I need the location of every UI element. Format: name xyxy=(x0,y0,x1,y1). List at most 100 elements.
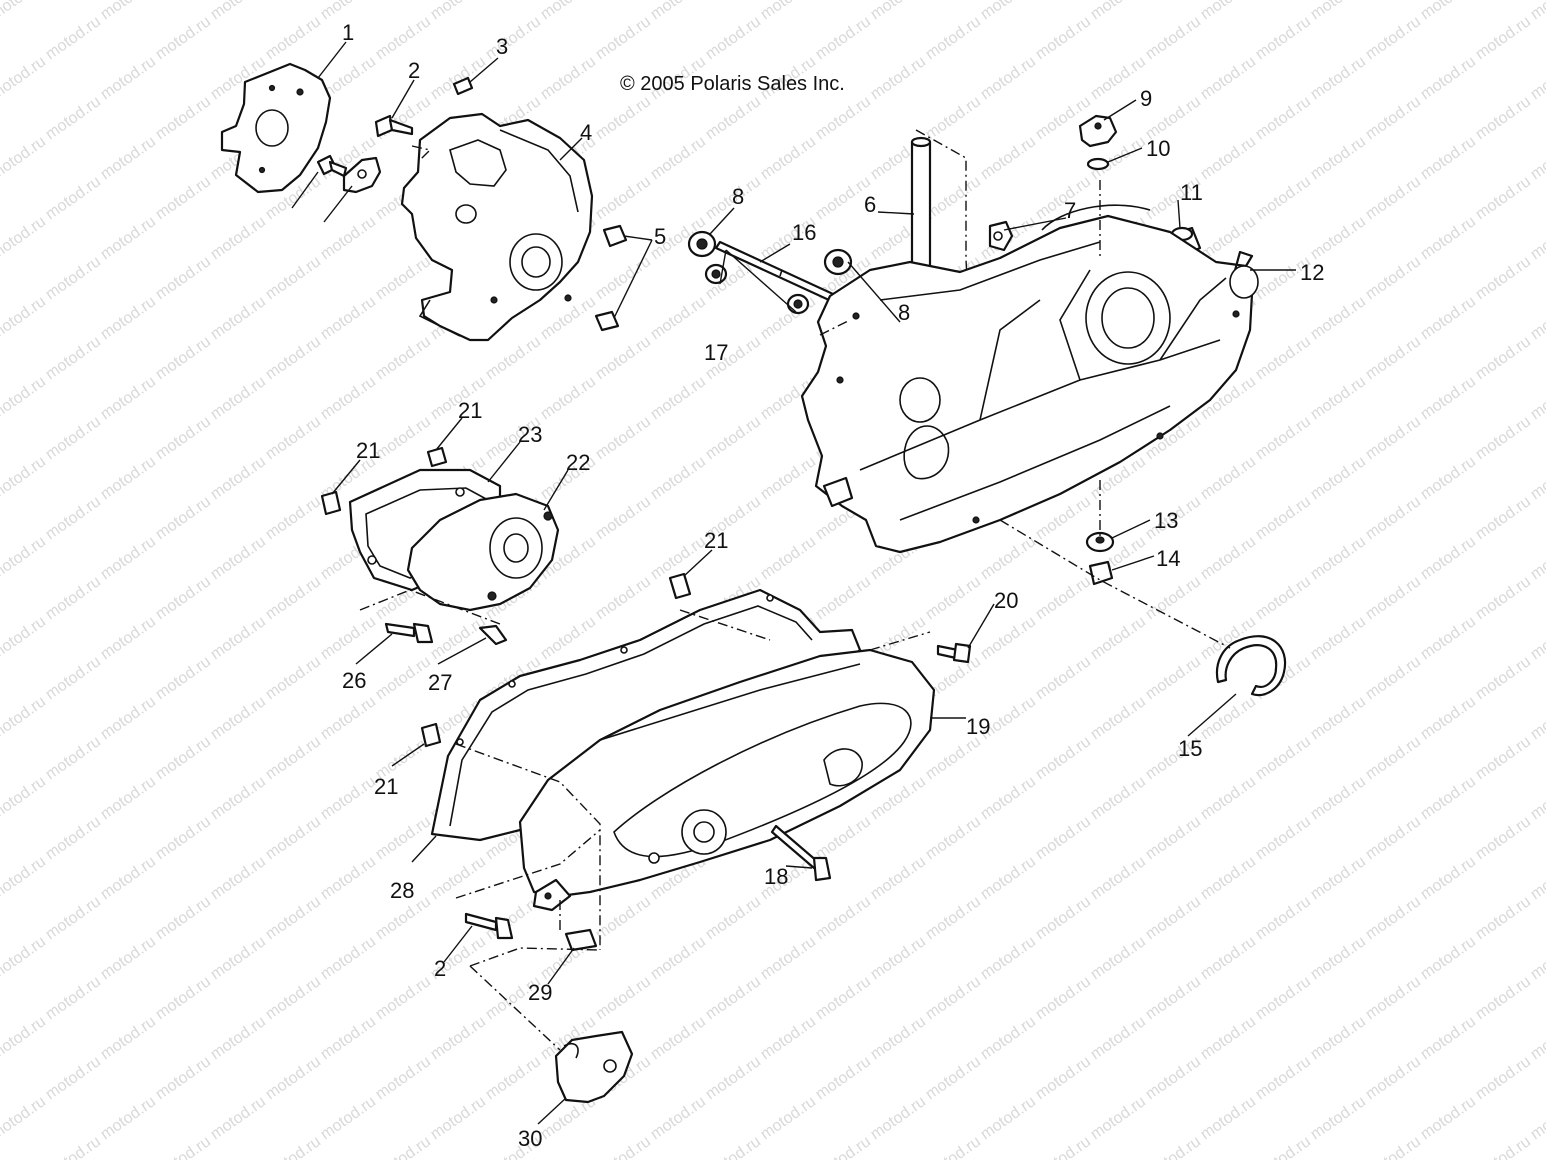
watermark-text: motod.ru xyxy=(703,973,764,1023)
watermark-text: motod.ru xyxy=(868,853,929,903)
watermark-text: motod.ru xyxy=(1143,973,1204,1023)
watermark-text: motod.ru xyxy=(373,253,434,303)
watermark-text: motod.ru xyxy=(1143,813,1204,863)
watermark-text: motod.ru xyxy=(98,213,159,263)
part-14-drain-bolt xyxy=(1088,560,1114,586)
watermark-text: motod.ru xyxy=(1473,893,1534,943)
watermark-text: motod.ru xyxy=(1473,13,1534,63)
watermark-text: motod.ru xyxy=(868,1013,929,1063)
watermark-text: motod.ru xyxy=(1253,333,1314,383)
watermark-text: motod.ru xyxy=(1253,413,1314,463)
watermark-text: motod.ru xyxy=(1528,853,1546,903)
watermark-text: motod.ru xyxy=(978,613,1039,663)
watermark-text: motod.ru xyxy=(978,53,1039,103)
watermark-text: motod.ru xyxy=(1308,1093,1369,1143)
watermark-text: motod.ru xyxy=(593,13,654,63)
watermark-text: motod.ru xyxy=(43,173,104,223)
watermark-text: motod.ru xyxy=(318,213,379,263)
watermark-text: motod.ru xyxy=(1198,0,1259,23)
watermark-text: motod.ru xyxy=(1253,493,1314,543)
watermark-text: motod.ru xyxy=(0,293,49,343)
watermark-text: motod.ru xyxy=(1198,533,1259,583)
watermark-text: motod.ru xyxy=(153,893,214,943)
watermark-text: motod.ru xyxy=(1528,693,1546,743)
watermark-text: motod.ru xyxy=(1473,173,1534,223)
watermark-text: motod.ru xyxy=(648,133,709,183)
watermark-text: motod.ru xyxy=(758,453,819,503)
watermark-text: motod.ru xyxy=(813,1133,874,1160)
watermark-text: motod.ru xyxy=(1528,373,1546,423)
watermark-text: motod.ru xyxy=(1033,733,1094,783)
watermark-text: motod.ru xyxy=(153,333,214,383)
callout-16: 16 xyxy=(792,220,816,245)
watermark-text: motod.ru xyxy=(923,733,984,783)
watermark-text: motod.ru xyxy=(208,613,269,663)
watermark-text: motod.ru xyxy=(428,613,489,663)
watermark-text: motod.ru xyxy=(1418,133,1479,183)
part-9-plug xyxy=(1078,114,1118,148)
part-1-gasket xyxy=(220,62,332,194)
watermark-text: motod.ru xyxy=(1528,213,1546,263)
callout-17: 17 xyxy=(704,340,728,365)
watermark-text: motod.ru xyxy=(1253,813,1314,863)
watermark-text: motod.ru xyxy=(263,573,324,623)
watermark-text: motod.ru xyxy=(1088,773,1149,823)
part-19-cvt-cover xyxy=(518,648,936,912)
watermark-text: motod.ru xyxy=(1143,893,1204,943)
watermark-text: motod.ru xyxy=(868,933,929,983)
watermark-text: motod.ru xyxy=(1418,933,1479,983)
watermark-text: motod.ru xyxy=(263,973,324,1023)
watermark-text: motod.ru xyxy=(43,93,104,143)
watermark-text: motod.ru xyxy=(1198,933,1259,983)
watermark-text: motod.ru xyxy=(1528,1013,1546,1063)
callout-21-d: 21 xyxy=(374,774,398,799)
callout-23: 23 xyxy=(518,422,542,447)
watermark-text: motod.ru xyxy=(1033,893,1094,943)
watermark-text: motod.ru xyxy=(538,0,599,23)
watermark-text: motod.ru xyxy=(208,933,269,983)
watermark-text: motod.ru xyxy=(1033,1053,1094,1103)
watermark-text: motod.ru xyxy=(263,653,324,703)
watermark-text: motod.ru xyxy=(43,573,104,623)
watermark-text: motod.ru xyxy=(1143,573,1204,623)
part-12-crankcase xyxy=(800,204,1259,554)
watermark-text: motod.ru xyxy=(1308,1013,1369,1063)
watermark-text: motod.ru xyxy=(923,573,984,623)
watermark-text: motod.ru xyxy=(1473,573,1534,623)
watermark-text: motod.ru xyxy=(98,853,159,903)
watermark-text: motod.ru xyxy=(208,293,269,343)
watermark-text: motod.ru xyxy=(43,333,104,383)
watermark-text: motod.ru xyxy=(593,973,654,1023)
watermark-text: motod.ru xyxy=(593,93,654,143)
watermark-text: motod.ru xyxy=(153,1133,214,1160)
watermark-text: motod.ru xyxy=(648,0,709,23)
watermark-text: motod.ru xyxy=(208,453,269,503)
watermark-text: motod.ru xyxy=(43,493,104,543)
watermark-text: motod.ru xyxy=(1253,1133,1314,1160)
watermark-text: motod.ru xyxy=(1473,1133,1534,1160)
watermark-text: motod.ru xyxy=(1308,693,1369,743)
watermark-text: motod.ru xyxy=(0,533,49,583)
watermark-text: motod.ru xyxy=(0,453,49,503)
callout-9: 9 xyxy=(1140,86,1152,111)
watermark-text: motod.ru xyxy=(703,1133,764,1160)
watermark-text: motod.ru xyxy=(593,493,654,543)
watermark-text: motod.ru xyxy=(1308,293,1369,343)
watermark-text: motod.ru xyxy=(593,253,654,303)
watermark-text: motod.ru xyxy=(648,1093,709,1143)
watermark-text: motod.ru xyxy=(1528,1093,1546,1143)
watermark-text: motod.ru xyxy=(1528,293,1546,343)
watermark-text: motod.ru xyxy=(703,13,764,63)
part-5-dowels xyxy=(594,224,628,332)
watermark-text: motod.ru xyxy=(1363,173,1424,223)
watermark-text: motod.ru xyxy=(923,173,984,223)
watermark-text: motod.ru xyxy=(593,413,654,463)
watermark-text: motod.ru xyxy=(153,413,214,463)
watermark-text: motod.ru xyxy=(1363,413,1424,463)
callout-8-bottom: 8 xyxy=(898,300,910,325)
watermark-text: motod.ru xyxy=(98,773,159,823)
watermark-text: motod.ru xyxy=(1363,733,1424,783)
callout-21-b: 21 xyxy=(356,438,380,463)
watermark-text: motod.ru xyxy=(1528,53,1546,103)
watermark-text: motod.ru xyxy=(758,1013,819,1063)
